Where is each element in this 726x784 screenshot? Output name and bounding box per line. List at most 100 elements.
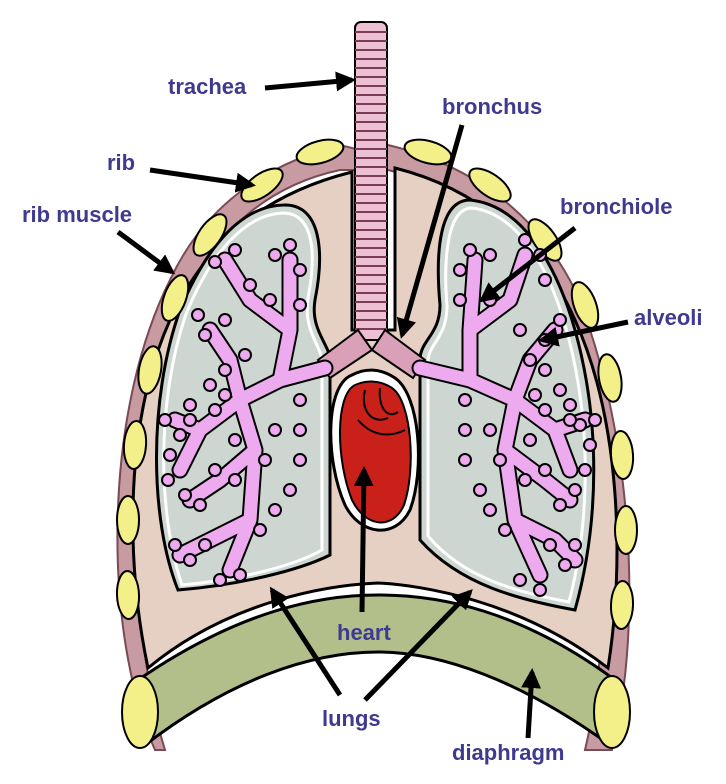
- alveolus: [538, 403, 552, 417]
- alveolus: [483, 248, 497, 262]
- alveolus: [463, 243, 477, 257]
- alveoli-clusters: [158, 233, 602, 597]
- alveolus: [163, 448, 177, 462]
- alveolus: [518, 233, 532, 247]
- arrow-icon: [264, 71, 356, 92]
- diaphragm-end-left: [121, 675, 159, 749]
- arrow-icon: [363, 589, 473, 702]
- alveolus: [268, 423, 282, 437]
- alveolus: [538, 463, 552, 477]
- alveolus: [218, 363, 232, 377]
- alveolus: [228, 433, 242, 447]
- alveolus: [293, 298, 307, 312]
- alveolus: [191, 308, 205, 322]
- alveolus: [563, 413, 577, 427]
- alveolus: [458, 423, 472, 437]
- alveolus: [498, 523, 512, 537]
- alveolus: [183, 398, 197, 412]
- alveolus: [183, 413, 197, 427]
- alveolus: [493, 453, 507, 467]
- alveolus: [513, 323, 527, 337]
- alveolus: [258, 453, 272, 467]
- label-lungs: lungs: [322, 706, 381, 731]
- label-rib-muscle: rib muscle: [22, 202, 132, 227]
- alveolus: [293, 393, 307, 407]
- alveolus: [558, 558, 572, 572]
- arrow-icon: [116, 229, 176, 275]
- alveolus: [161, 473, 175, 487]
- alveolus: [473, 483, 487, 497]
- alveolus: [453, 293, 467, 307]
- alveolus: [198, 328, 212, 342]
- alveolus: [553, 313, 567, 327]
- alveolus: [228, 243, 242, 257]
- alveolus: [208, 255, 222, 269]
- label-bronchus: bronchus: [442, 94, 542, 119]
- alveolus: [213, 573, 227, 587]
- label-alveoli: alveoli: [634, 305, 702, 330]
- ribs: [115, 138, 638, 630]
- alveolus: [208, 463, 222, 477]
- alveolus: [293, 453, 307, 467]
- alveolus: [563, 398, 577, 412]
- alveolus: [513, 573, 527, 587]
- alveolus: [208, 403, 222, 417]
- alveolus: [553, 383, 567, 397]
- alveolus: [538, 273, 552, 287]
- label-diaphragm: diaphragm: [452, 740, 564, 765]
- alveolus: [518, 473, 532, 487]
- alveolus: [483, 503, 497, 517]
- label-rib: rib: [107, 150, 135, 175]
- arrow-icon: [478, 226, 577, 303]
- alveolus: [283, 483, 297, 497]
- arrow-icon: [149, 167, 256, 193]
- alveolus: [538, 363, 552, 377]
- label-bronchiole: bronchiole: [560, 194, 672, 219]
- alveolus: [533, 583, 547, 597]
- alveolus: [283, 238, 297, 252]
- arrow-icon: [521, 668, 542, 739]
- alveolus: [568, 483, 582, 497]
- alveolus: [218, 313, 232, 327]
- alveolus: [523, 353, 537, 367]
- arrow-icon: [396, 124, 465, 339]
- alveolus: [168, 538, 182, 552]
- alveolus: [173, 428, 187, 442]
- alveolus: [578, 463, 592, 477]
- alveolus: [203, 378, 217, 392]
- alveolus: [458, 393, 472, 407]
- alveolus: [458, 453, 472, 467]
- label-heart: heart: [337, 620, 391, 645]
- alveolus: [158, 413, 172, 427]
- alveolus: [588, 413, 602, 427]
- alveolus: [553, 498, 567, 512]
- trachea: [354, 21, 388, 341]
- alveolus: [293, 263, 307, 277]
- alveolus: [483, 423, 497, 437]
- bronchiole-tree-left: [166, 251, 334, 579]
- alveolus: [293, 423, 307, 437]
- arrow-icon: [269, 586, 343, 697]
- alveolus: [268, 503, 282, 517]
- alveolus: [238, 348, 252, 362]
- alveolus: [178, 488, 192, 502]
- label-arrows: [116, 71, 629, 739]
- label-trachea: trachea: [168, 74, 247, 99]
- arrow-icon: [353, 466, 374, 613]
- alveolus: [263, 293, 277, 307]
- alveolus: [228, 473, 242, 487]
- alveolus: [243, 278, 257, 292]
- alveolus: [198, 538, 212, 552]
- alveolus: [453, 263, 467, 277]
- alveolus: [193, 498, 207, 512]
- alveolus: [523, 433, 537, 447]
- diaphragm-end-right: [593, 675, 631, 749]
- alveolus: [253, 523, 267, 537]
- alveolus: [568, 538, 582, 552]
- alveolus: [583, 438, 597, 452]
- alveolus: [528, 388, 542, 402]
- heart: [329, 368, 420, 532]
- alveolus: [233, 568, 247, 582]
- arrow-icon: [538, 319, 629, 347]
